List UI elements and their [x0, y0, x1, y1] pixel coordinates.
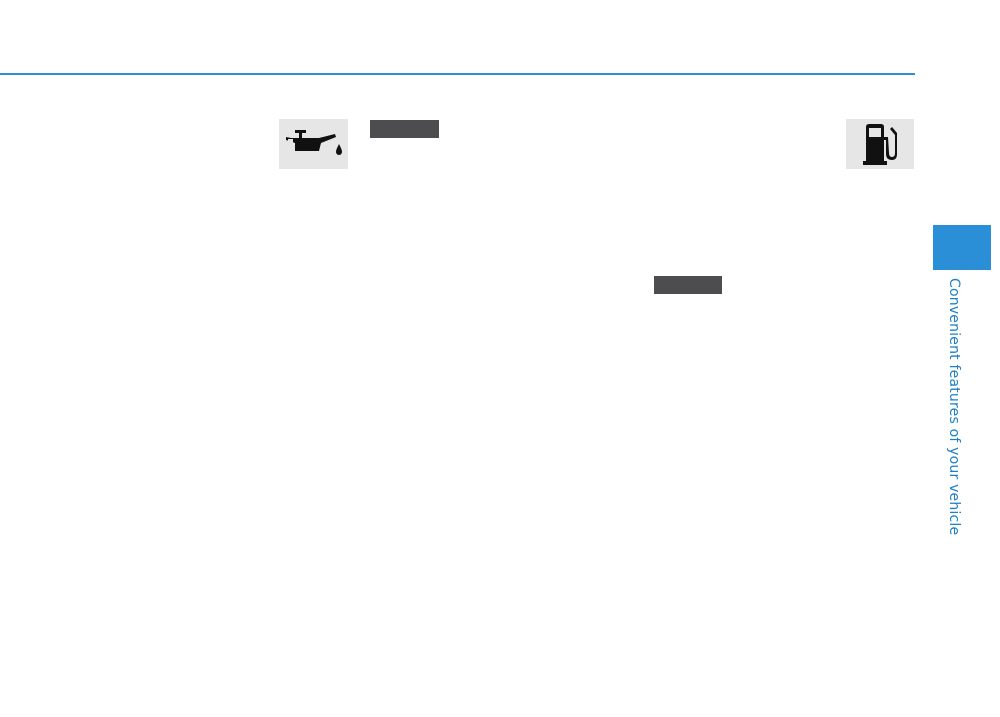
low-fuel-icon: [863, 124, 897, 165]
warning-label-bar-secondary: [654, 276, 722, 294]
fuel-warning-icon-panel: [846, 119, 914, 169]
oil-warning-icon-panel: [279, 119, 348, 169]
engine-oil-pressure-icon: [285, 130, 342, 155]
chapter-title-vertical: Convenient features of your vehicle: [946, 278, 962, 536]
header-rule: [0, 73, 915, 75]
warning-label-bar: [370, 120, 439, 138]
chapter-tab: [933, 225, 991, 270]
